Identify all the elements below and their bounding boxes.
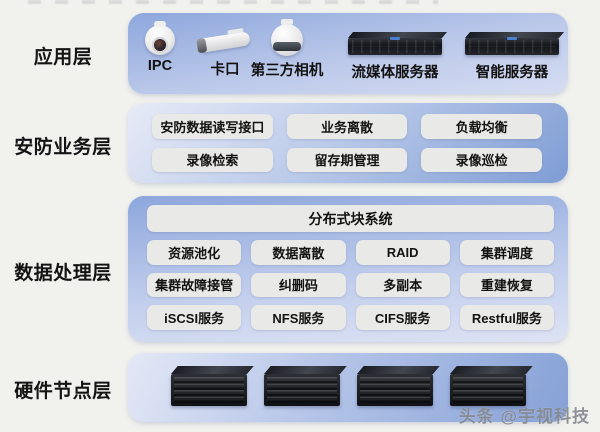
device-checkpoint-camera: 卡口	[192, 19, 258, 79]
application-layer-panel: IPC 卡口 第三方相机 流媒体服务器 智能服务器	[128, 13, 568, 94]
feature-box: 纠删码	[251, 272, 346, 298]
server-led	[507, 37, 517, 40]
feature-box: 数据离散	[251, 240, 346, 265]
storage-node-row	[128, 353, 568, 422]
storage-server-icon	[170, 373, 247, 406]
feature-box: Restful服务	[459, 305, 554, 330]
feature-box: 资源池化	[147, 240, 242, 265]
device-smart-server: 智能服务器	[462, 19, 562, 82]
data-processing-grid: 资源池化 数据离散 RAID 集群调度 集群故障接管 纠删码 多副本 重建恢复 …	[147, 240, 554, 330]
device-streaming-server: 流媒体服务器	[345, 19, 445, 82]
device-label: IPC	[147, 58, 173, 74]
feature-box: 业务离散	[286, 114, 408, 139]
rack-server-icon	[465, 37, 559, 55]
feature-box: iSCSI服务	[147, 305, 242, 330]
distributed-block-system-header: 分布式块系统	[147, 205, 554, 232]
layer-label-application: 应用层	[33, 47, 93, 68]
feature-box: 集群故障接管	[147, 272, 242, 298]
storage-server-icon	[449, 373, 526, 406]
toutiao-watermark: 头条 @宇视科技	[458, 407, 590, 426]
device-label: 第三方相机	[250, 63, 324, 79]
feature-box: RAID	[355, 240, 450, 265]
rack-server-icon	[348, 37, 442, 55]
feature-box: 重建恢复	[459, 272, 554, 298]
ptz-camera-icon	[271, 19, 303, 56]
security-business-layer-panel: 安防数据读写接口 业务离散 负载均衡 录像检索 留存期管理 录像巡检	[128, 103, 568, 183]
layer-label-security-business: 安防业务层	[14, 137, 112, 158]
feature-box: 负载均衡	[421, 114, 542, 139]
feature-box: 留存期管理	[286, 147, 408, 172]
security-business-grid: 安防数据读写接口 业务离散 负载均衡 录像检索 留存期管理 录像巡检	[152, 114, 542, 172]
data-processing-inner: 分布式块系统 资源池化 数据离散 RAID 集群调度 集群故障接管 纠删码 多副…	[147, 205, 554, 330]
device-third-party-camera: 第三方相机	[241, 19, 333, 80]
layer-label-hardware-node: 硬件节点层	[14, 381, 112, 402]
feature-box: 录像检索	[152, 147, 273, 172]
storage-server-icon	[263, 373, 340, 406]
feature-box: 录像巡检	[421, 147, 542, 172]
feature-box: 集群调度	[459, 240, 554, 265]
cropped-text-artifact	[28, 0, 438, 4]
storage-server-icon	[356, 373, 433, 406]
dome-camera-icon	[145, 21, 175, 55]
device-label: 智能服务器	[475, 65, 549, 81]
data-processing-layer-panel: 分布式块系统 资源池化 数据离散 RAID 集群调度 集群故障接管 纠删码 多副…	[128, 196, 568, 342]
feature-box: CIFS服务	[355, 305, 450, 330]
hardware-node-layer-panel	[128, 353, 568, 422]
device-ipc: IPC	[132, 19, 188, 74]
feature-box: 安防数据读写接口	[152, 114, 273, 139]
device-label: 流媒体服务器	[351, 65, 439, 81]
server-led	[390, 37, 400, 40]
layer-label-data-processing: 数据处理层	[14, 263, 112, 284]
feature-box: NFS服务	[251, 305, 346, 330]
device-label: 卡口	[210, 62, 240, 78]
feature-box: 多副本	[355, 272, 450, 298]
